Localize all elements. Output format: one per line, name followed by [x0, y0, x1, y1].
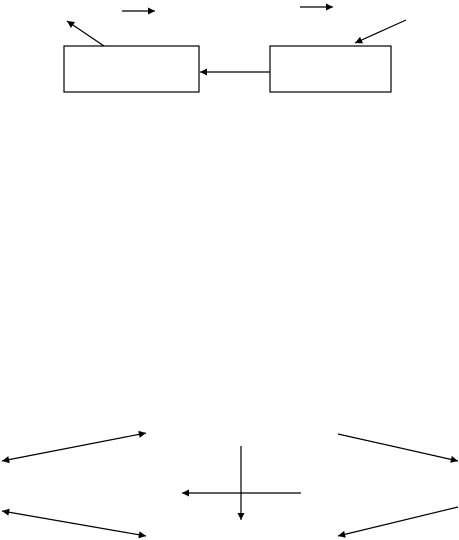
bottom-left-upper-arrow	[1, 430, 147, 464]
bottom-right-lower-arrow	[337, 506, 459, 538]
right-box-incoming-arrow	[354, 19, 407, 44]
bottom-left-lower-arrow	[1, 508, 147, 539]
right-box	[269, 45, 392, 93]
bottom-right-upper-arrow	[337, 433, 459, 463]
left-box-corner-arrow	[66, 20, 105, 47]
left-box	[63, 45, 200, 93]
